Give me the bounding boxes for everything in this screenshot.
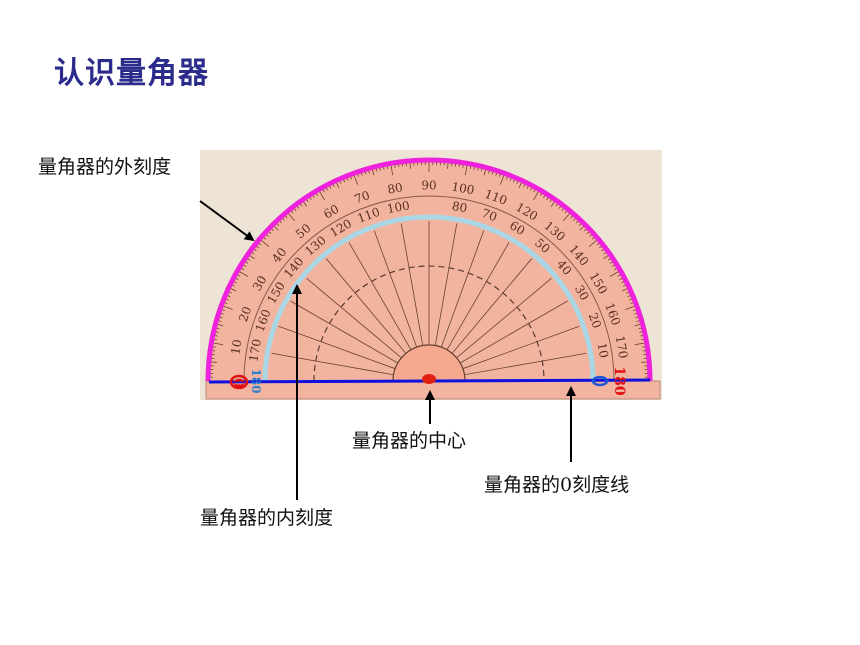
center-semicircle — [392, 344, 466, 382]
inner-scale-highlight — [262, 214, 596, 382]
inner-scale-number: 80 — [451, 199, 468, 215]
outer-scale-highlight — [205, 157, 653, 382]
radial-line — [325, 258, 407, 354]
inner-scale-number: 170 — [246, 338, 264, 363]
inner-scale-number: 20 — [586, 311, 604, 330]
radial-line — [462, 325, 580, 370]
radial-line — [446, 242, 510, 351]
left-zero-marker — [229, 374, 249, 390]
outer-scale-arrow — [199, 200, 255, 242]
inner-scale-label: 量角器的内刻度 — [200, 507, 334, 529]
radial-line — [306, 277, 402, 359]
inner-scale-number: 70 — [480, 206, 499, 224]
radial-line — [434, 223, 458, 346]
radial-line — [451, 258, 533, 354]
radial-line — [348, 242, 412, 351]
radial-line — [456, 277, 552, 359]
radial-line — [271, 352, 394, 376]
radial-line — [440, 230, 485, 348]
outer-scale-number: 100 — [450, 180, 475, 198]
outer-scale-number: 170 — [613, 335, 631, 360]
center-dot — [422, 374, 436, 384]
outer-scale-label: 量角器的外刻度 — [38, 156, 172, 178]
radial-line — [400, 223, 424, 346]
inner-scale-number: 60 — [507, 218, 527, 238]
scale-band-boundary — [243, 195, 615, 382]
right-180-mark: 180 — [611, 366, 627, 395]
right-zero-marker — [591, 375, 609, 387]
outer-scale-number: 70 — [353, 188, 372, 206]
radial-lines — [271, 221, 587, 376]
center-label: 量角器的中心 — [352, 430, 467, 452]
page-title: 认识量角器 — [54, 56, 209, 91]
protractor-base-strip — [205, 380, 661, 400]
outer-scale-number: 10 — [228, 338, 244, 355]
outer-scale-number: 60 — [321, 202, 341, 222]
outer-scale-number: 80 — [386, 180, 403, 196]
radial-line — [459, 300, 568, 364]
zero-line-label: 量角器的0刻度线 — [484, 474, 630, 496]
left-zero-mark: 0 — [230, 378, 246, 388]
radial-line — [464, 352, 587, 376]
left-180-mark: 180 — [249, 368, 263, 393]
outer-scale-number: 30 — [250, 273, 270, 293]
outer-scale-number: 20 — [236, 305, 254, 324]
radial-line — [373, 230, 418, 348]
radial-line — [290, 300, 399, 364]
outer-scale-number: 90 — [421, 179, 436, 193]
inner-scale-number: 30 — [572, 283, 592, 303]
inner-scale-number: 10 — [595, 342, 611, 359]
inner-scale-number: 100 — [386, 198, 411, 216]
radial-line — [278, 325, 396, 370]
